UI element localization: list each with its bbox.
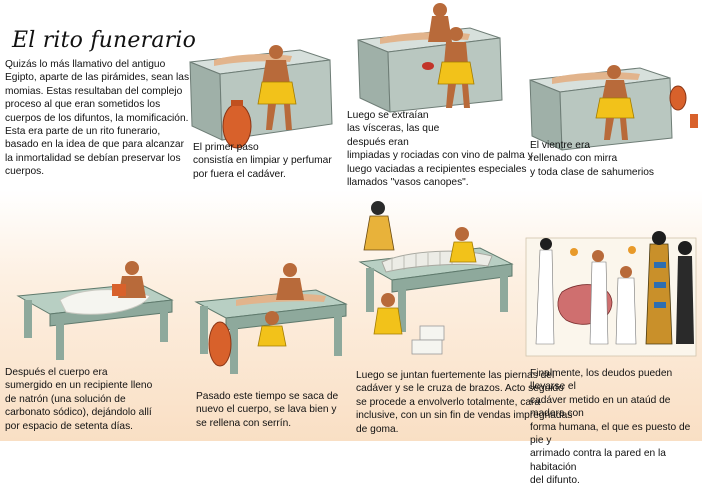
caption-line: inclusive, con un sin fin de vendas impr… [356, 410, 573, 422]
caption-line: sumergido en un recipiente lleno [5, 380, 153, 392]
caption-line: por fuera el cadáver. [193, 168, 286, 180]
intro-text: Quizás lo más llamativo del antiguo Egip… [5, 58, 193, 179]
step-3-caption: El vientre era rellenado con mirra y tod… [530, 139, 654, 179]
illustrations-layer [16, 3, 698, 374]
step-1-caption: El primer paso consistía en limpiar y pe… [193, 141, 332, 181]
caption-line: las vísceras, las que [347, 123, 440, 135]
caption-line: después eran [347, 136, 409, 148]
step-7-caption: Finalmente, los deudos pueden llevarse e… [530, 367, 702, 488]
caption-line: cadáver metido en un ataúd de madera con [530, 394, 671, 420]
caption-line: Después el cuerpo era [5, 367, 108, 378]
caption-line: consistía en limpiar y perfumar [193, 155, 332, 167]
caption-line: Pasado este tiempo se saca de [196, 391, 339, 402]
caption-line: nuevo el cuerpo, se lava bien y [196, 404, 337, 416]
caption-line: carbonato sódico), dejándolo allí [5, 407, 152, 419]
caption-line: de natrón (una solución de [5, 393, 126, 405]
caption-line: El primer paso [193, 142, 259, 153]
caption-line: se procede a envolverlo totalmente, cara [356, 396, 541, 408]
caption-line: cadáver y se le cruza de brazos. Acto se… [356, 383, 564, 395]
caption-line: arrimado contra la pared en la habitació… [530, 448, 666, 473]
caption-line: limpiadas y rociadas con vino de palma y [347, 150, 533, 162]
caption-line: y toda clase de sahumerios [530, 166, 655, 178]
caption-line: forma humana, el que es puesto de pie y [530, 421, 691, 447]
caption-line: de goma. [356, 423, 399, 435]
caption-line: del difunto. [530, 475, 580, 487]
caption-line: Luego se juntan fuertemente las piernas … [356, 370, 555, 381]
step-6-caption: Luego se juntan fuertemente las piernas … [356, 369, 572, 436]
step-4-caption: Después el cuerpo era sumergido en un re… [5, 366, 152, 433]
page-title: El rito funerario [12, 28, 197, 53]
caption-line: Finalmente, los deudos pueden llevarse e… [530, 368, 673, 393]
caption-line: El vientre era [530, 140, 591, 151]
scene-viscera-illustration [357, 3, 503, 113]
caption-line: rellenado con mirra [530, 153, 618, 165]
step-2-caption: Luego se extraían las vísceras, las que … [347, 109, 533, 189]
scene-natron-illustration [16, 261, 174, 360]
caption-line: se rellena con serrín. [196, 417, 292, 429]
scene-washing-illustration [194, 263, 348, 374]
caption-line: luego vaciadas a recipientes especiales [347, 163, 527, 175]
caption-line: por espacio de setenta días. [5, 420, 133, 432]
caption-line: llamados "vasos canopes". [347, 177, 469, 189]
intro-paragraph: Quizás lo más llamativo del antiguo Egip… [5, 59, 190, 124]
caption-line: Luego se extraían [347, 110, 429, 121]
scene-bandaging-illustration [358, 201, 514, 355]
scene-cleaning-illustration [189, 45, 333, 149]
intro-paragraph: Esta era parte de un rito funerario, bas… [5, 126, 184, 178]
step-5-caption: Pasado este tiempo se saca de nuevo el c… [196, 390, 338, 430]
scene-mourners-illustration [525, 231, 697, 357]
scene-filling-illustration [529, 65, 698, 151]
